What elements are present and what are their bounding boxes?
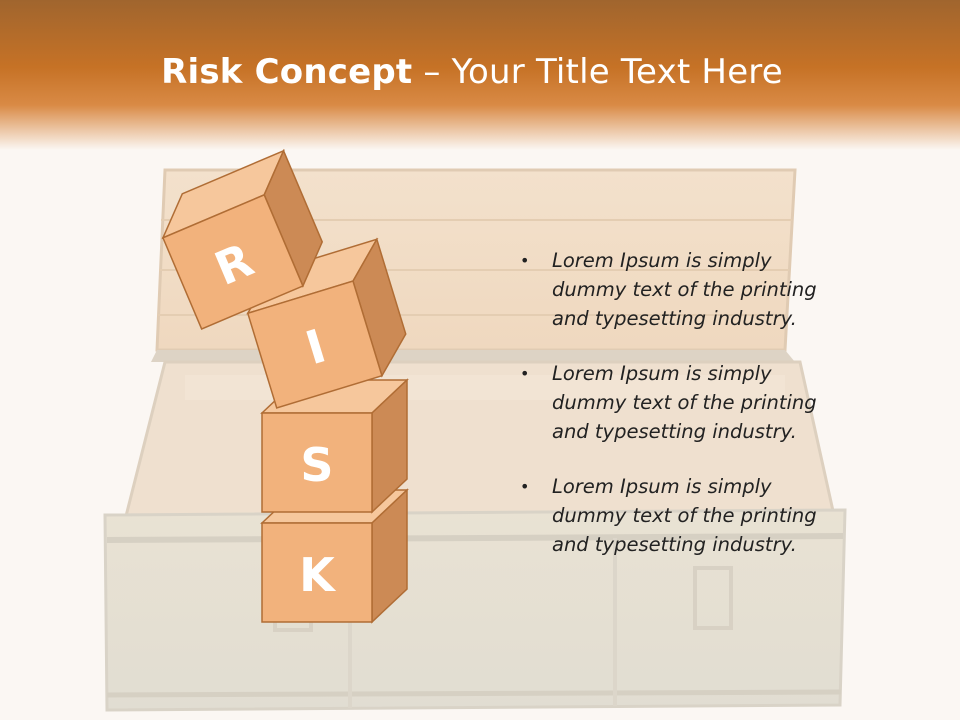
bullet-dot: • — [520, 477, 530, 496]
bullet-item: • Lorem Ipsum is simply dummy text of the… — [518, 359, 838, 446]
cube-letter-k: K — [299, 548, 337, 602]
title-rest: – Your Title Text Here — [412, 52, 783, 92]
bullet-text: Lorem Ipsum is simply dummy text of the … — [552, 475, 817, 556]
bullet-item: • Lorem Ipsum is simply dummy text of the… — [518, 246, 838, 333]
bullet-item: • Lorem Ipsum is simply dummy text of the… — [518, 472, 838, 559]
bullet-text: Lorem Ipsum is simply dummy text of the … — [552, 249, 817, 330]
bullet-dot: • — [520, 364, 530, 383]
cube-i: I — [246, 237, 407, 409]
bullet-text: Lorem Ipsum is simply dummy text of the … — [552, 362, 817, 443]
cube-letter-s: S — [300, 438, 333, 492]
bullet-dot: • — [520, 251, 530, 270]
cube-r: R — [161, 148, 324, 330]
bullet-list: • Lorem Ipsum is simply dummy text of the… — [518, 246, 838, 585]
title-bold-part: Risk Concept — [161, 52, 413, 92]
cube-s: S — [260, 378, 409, 514]
risk-cubes: K S I R — [161, 148, 409, 624]
slide-title: Risk Concept – Your Title Text Here — [0, 52, 944, 92]
title-band — [0, 0, 960, 150]
